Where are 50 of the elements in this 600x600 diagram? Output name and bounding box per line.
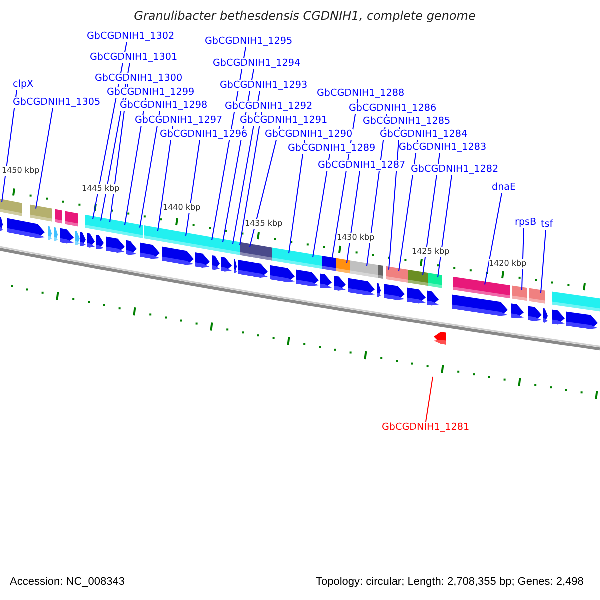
gene-label: GbCGDNIH1_1295 <box>205 36 293 47</box>
leader-line <box>288 140 306 254</box>
title: Granulibacter bethesdensis CGDNIH1, complete genome <box>133 10 477 22</box>
scale-label: 1425 kbp <box>412 247 450 257</box>
gene-label: GbCGDNIH1_1285 <box>363 116 451 127</box>
gene-label: GbCGDNIH1_1288 <box>317 88 405 99</box>
scale-label: 1450 kbp <box>2 166 40 176</box>
leader-line <box>438 174 452 278</box>
footer-text: Topology: circular; Length: 2,708,355 bp; Genes: 2,498 <box>316 576 584 588</box>
gene-label: GbCGDNIH1_1294 <box>213 58 301 69</box>
gene-label: GbCGDNIH1_1289 <box>288 143 376 154</box>
gene-label: GbCGDNIH1_1291 <box>240 115 328 126</box>
leader-line <box>240 112 262 246</box>
scale-label: 1440 kbp <box>163 203 201 213</box>
gene-label: GbCGDNIH1_1297 <box>135 115 223 126</box>
leader-line <box>346 170 360 264</box>
gene-label: GbCGDNIH1_1300 <box>95 73 183 84</box>
gene-label: rpsB <box>515 217 537 228</box>
gene-label: GbCGDNIH1_1302 <box>87 31 175 42</box>
scale-label: 1420 kbp <box>489 259 527 269</box>
gene-label: GbCGDNIH1_1298 <box>120 100 208 111</box>
leader-line <box>484 192 502 286</box>
leader-line <box>540 230 546 294</box>
gene-label: GbCGDNIH1_1299 <box>107 87 195 98</box>
gene-label: clpX <box>13 79 34 90</box>
gene-label: GbCGDNIH1_1301 <box>90 52 178 63</box>
gene-label: GbCGDNIH1_1296 <box>160 129 248 140</box>
scale-label: 1430 kbp <box>337 233 375 243</box>
gene-label: GbCGDNIH1_1305 <box>13 97 101 108</box>
gene-label: tsf <box>541 219 554 230</box>
gene-label: dnaE <box>492 182 516 193</box>
gene-label: GbCGDNIH1_1282 <box>411 164 499 175</box>
gene-label: GbCGDNIH1_1290 <box>265 129 353 140</box>
leader-line <box>36 108 54 210</box>
gene-label: GbCGDNIH1_1283 <box>399 142 487 153</box>
gene-label: GbCGDNIH1_1287 <box>318 160 406 171</box>
gene-label: GbCGDNIH1_1293 <box>220 80 308 91</box>
gene-label: GbCGDNIH1_1281 <box>382 422 470 433</box>
scale-label: 1435 kbp <box>245 219 283 229</box>
gene-label: GbCGDNIH1_1284 <box>380 129 468 140</box>
leader-line <box>232 90 260 245</box>
leader-line <box>312 154 330 258</box>
leader-line <box>158 126 174 232</box>
leader-line <box>140 110 160 228</box>
footer-text: Accession: NC_008343 <box>10 576 125 588</box>
leader-line <box>186 140 200 236</box>
gene-label: GbCGDNIH1_1286 <box>349 103 437 114</box>
leader-line <box>426 376 434 422</box>
gene-label: GbCGDNIH1_1292 <box>225 101 313 112</box>
scale-label: 1445 kbp <box>82 184 120 194</box>
